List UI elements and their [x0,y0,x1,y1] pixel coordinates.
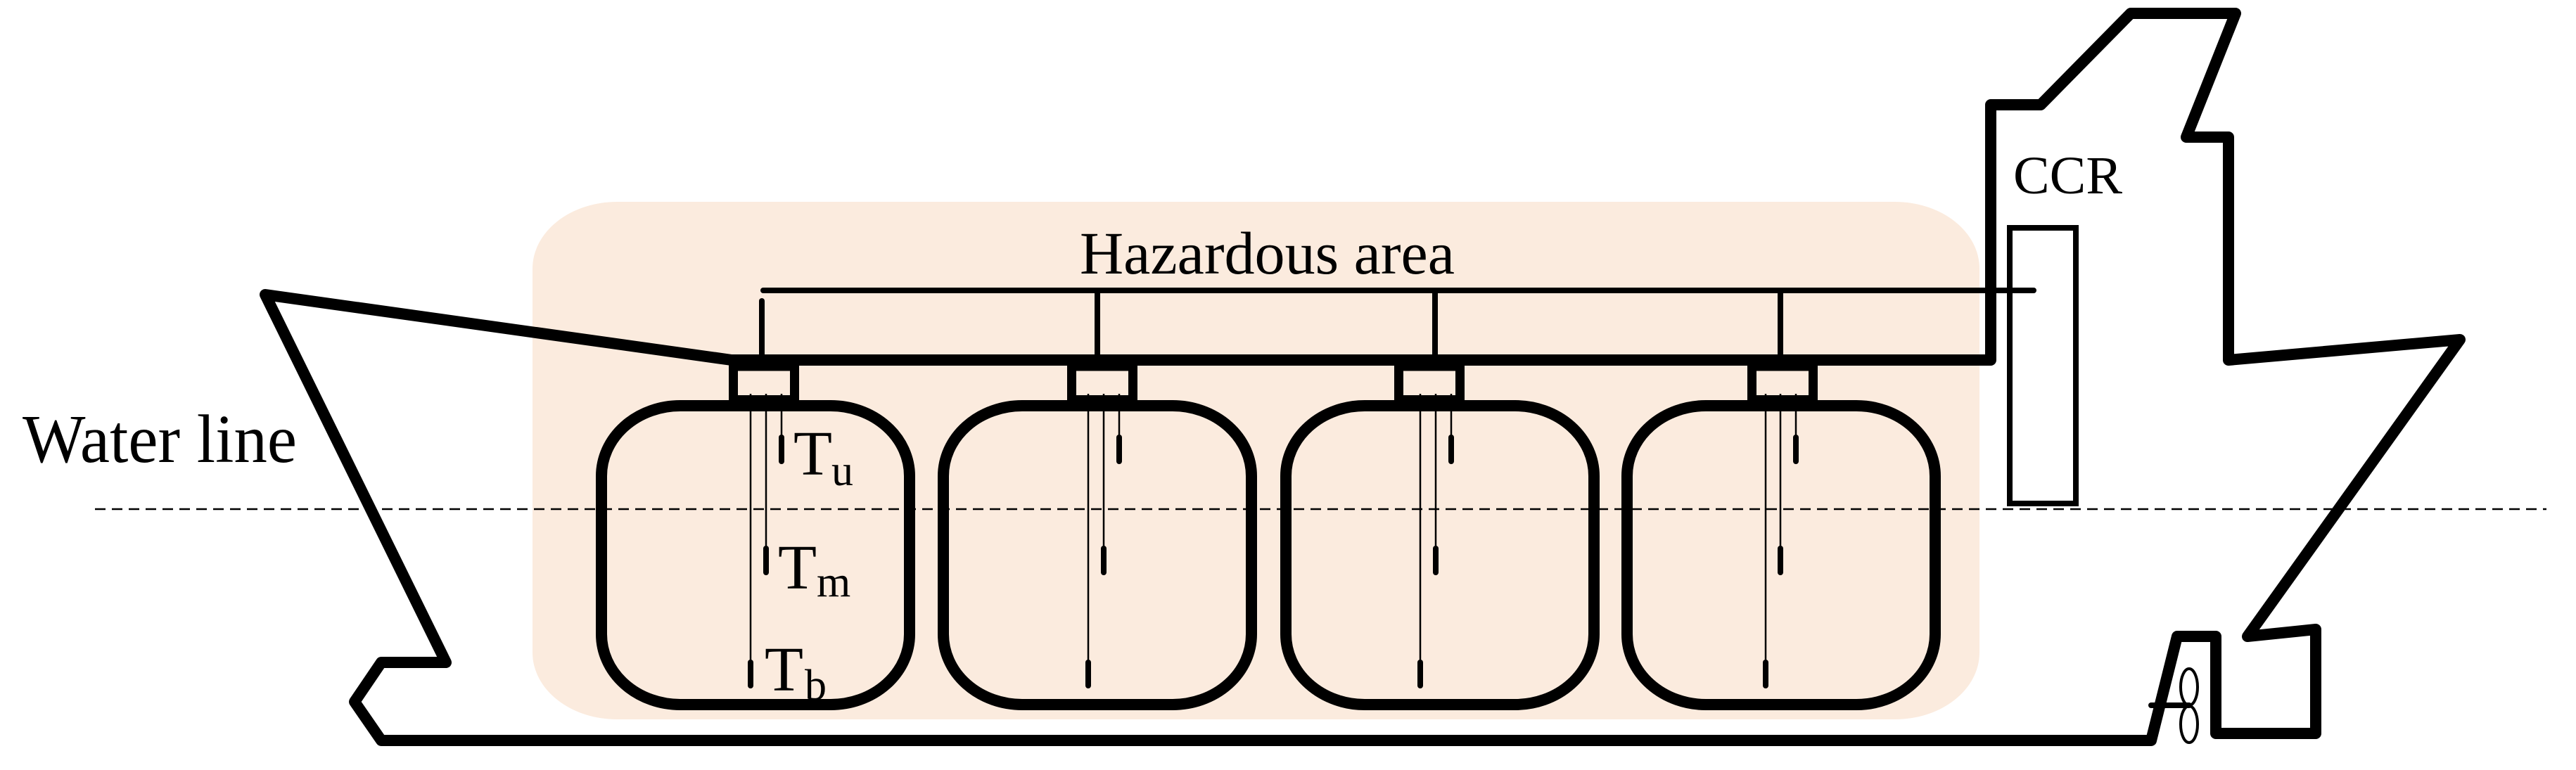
ship-hull-bow [260,8,2466,746]
ccr-label: CCR [2013,146,2122,205]
sensor-label-bottom: T b [765,635,827,710]
water-line-label: Water line [23,402,297,477]
hazardous-area-label: Hazardous area [1080,219,1455,287]
cargo-tank [938,361,1257,710]
cargo-tank [1621,361,1941,710]
tank-shell [1280,400,1600,710]
svg-text:T: T [793,419,832,489]
tank-shell [596,400,915,710]
svg-text:T: T [778,533,817,603]
ccr-room-box [2007,225,2079,506]
hazardous-area-zone [533,202,1979,719]
cargo-tank [1280,361,1600,710]
cargo-tanks [596,361,1941,710]
svg-text:u: u [831,447,853,495]
cargo-tank [596,361,915,710]
svg-text:m: m [817,558,850,606]
sensor-label-middle: T m [778,533,850,606]
tank-shell [938,400,1257,710]
svg-text:b: b [805,662,827,710]
svg-text:T: T [765,635,803,705]
sensor-label-upper: T u [793,419,853,495]
propeller-icon [2148,667,2199,744]
